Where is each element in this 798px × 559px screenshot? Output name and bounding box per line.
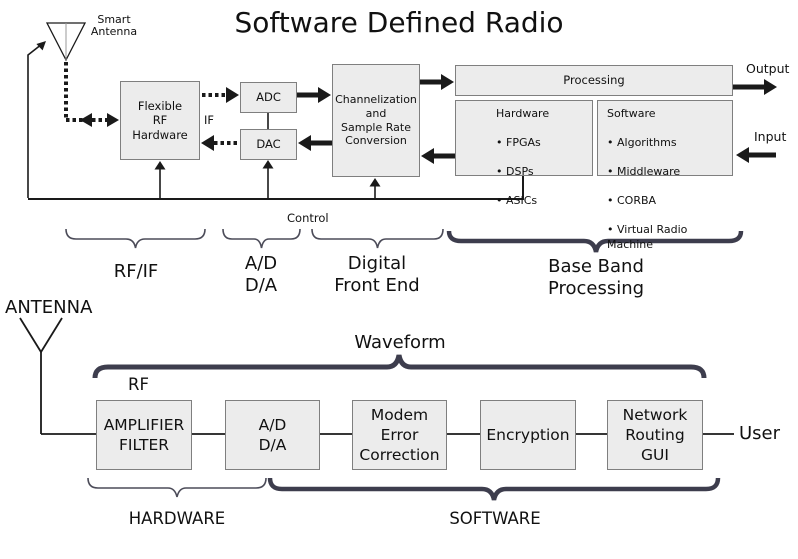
- control-bus-line: [28, 160, 524, 200]
- smart-antenna-icon: [45, 22, 87, 118]
- brace-label-ad-da: A/D D/A: [244, 253, 278, 296]
- brace-rf-if: [65, 228, 206, 249]
- page-title: Software Defined Radio: [234, 6, 564, 39]
- list-item: DSPs: [496, 165, 541, 180]
- brace-label-hardware: HARDWARE: [128, 509, 226, 528]
- brace-digital-front-end: [311, 228, 444, 249]
- network-routing-gui-box: Network Routing GUI: [607, 400, 703, 470]
- hardware-box: Hardware FPGAs DSPs ASICs: [455, 100, 593, 207]
- software-box-list: Algorithms Middleware CORBA Virtual Radi…: [607, 122, 732, 267]
- waveform-label: Waveform: [354, 332, 446, 353]
- modem-error-correction-box: Modem Error Correction: [352, 400, 447, 470]
- encryption-box: Encryption: [480, 400, 576, 470]
- antenna-label: ANTENNA: [5, 297, 93, 318]
- antenna-rf-dotted-arrow: [66, 113, 119, 127]
- dac-to-rf-dotted-arrow: [201, 135, 238, 151]
- brace-ad-da: [222, 228, 301, 249]
- flexible-rf-hardware-box: Flexible RF Hardware: [120, 81, 200, 160]
- list-item: FPGAs: [496, 136, 541, 151]
- amplifier-filter-box: AMPLIFIER FILTER: [96, 400, 192, 470]
- adc-box: ADC: [240, 82, 297, 113]
- brace-label-rf-if: RF/IF: [113, 261, 159, 282]
- smart-antenna-label: Smart Antenna: [90, 13, 138, 39]
- list-item: ASICs: [496, 194, 541, 209]
- brace-label-digital-front-end: Digital Front End: [334, 253, 420, 296]
- control-label: Control: [287, 211, 329, 225]
- list-item: Virtual Radio Machine: [607, 223, 732, 252]
- channelization-to-dac-arrow: [298, 135, 332, 151]
- antenna-icon: [19, 317, 96, 435]
- ad-da-box: A/D D/A: [225, 400, 320, 470]
- input-label: Input: [754, 129, 787, 144]
- software-box-title: Software: [607, 107, 656, 120]
- list-item: CORBA: [607, 194, 732, 209]
- baseband-to-channelization-arrow: [421, 148, 455, 164]
- rf-to-adc-dotted-arrow: [202, 87, 239, 103]
- hardware-box-title: Hardware: [496, 107, 550, 120]
- list-item: Algorithms: [607, 136, 732, 151]
- output-arrow: [733, 79, 777, 95]
- software-box: Software Algorithms Middleware CORBA Vir…: [597, 100, 733, 251]
- hardware-box-list: FPGAs DSPs ASICs: [496, 122, 541, 224]
- antenna-feed-line: [27, 41, 46, 198]
- brace-waveform: [92, 354, 707, 379]
- channelization-box: Channelization and Sample Rate Conversio…: [332, 64, 420, 177]
- dac-box: DAC: [240, 129, 297, 160]
- brace-label-software: SOFTWARE: [449, 509, 541, 528]
- adc-to-channelization-arrow: [297, 87, 331, 103]
- if-label: IF: [204, 113, 215, 127]
- channelization-to-processing-arrow: [420, 74, 454, 90]
- brace-hardware: [87, 477, 267, 498]
- user-label: User: [739, 423, 781, 444]
- list-item: Middleware: [607, 165, 732, 180]
- brace-software: [267, 477, 721, 501]
- processing-box: Processing: [455, 65, 733, 96]
- brace-label-base-band: Base Band Processing: [547, 256, 645, 299]
- brace-base-band: [446, 230, 744, 253]
- input-arrow: [736, 147, 776, 163]
- output-label: Output: [746, 61, 790, 76]
- rf-label: RF: [128, 375, 149, 394]
